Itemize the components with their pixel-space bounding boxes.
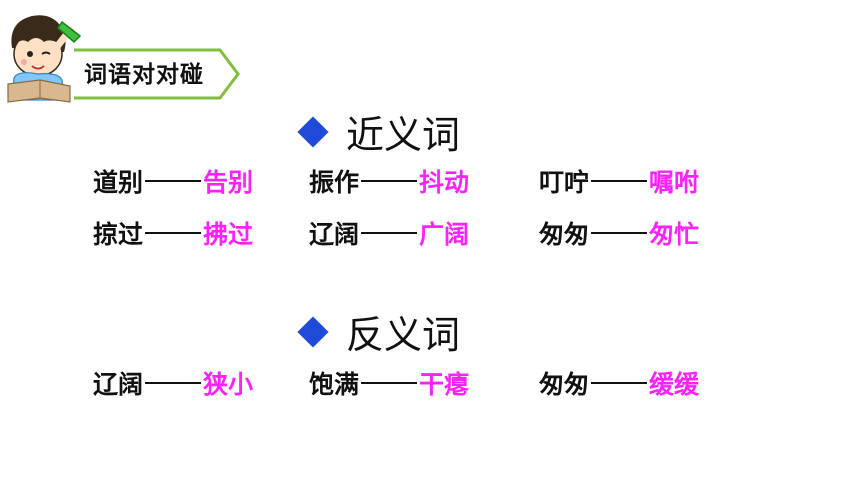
word: 振作 bbox=[309, 168, 360, 197]
dash-separator bbox=[145, 382, 202, 384]
matching-word: 广阔 bbox=[419, 220, 470, 249]
matching-word: 匆忙 bbox=[649, 220, 700, 249]
antonyms-title-text: 反义词 bbox=[346, 313, 461, 357]
matching-word: 嘱咐 bbox=[649, 168, 700, 197]
dash-separator bbox=[145, 232, 202, 234]
word-pair: 匆匆 匆忙 bbox=[539, 215, 699, 251]
word-pair: 掠过 拂过 bbox=[93, 215, 253, 251]
matching-word: 抖动 bbox=[419, 168, 470, 197]
word: 辽阔 bbox=[93, 370, 144, 399]
word: 饱满 bbox=[309, 370, 360, 399]
antonyms-title: 反义词 bbox=[296, 304, 460, 359]
badge-frame bbox=[74, 48, 240, 100]
synonyms-title: 近义词 bbox=[296, 104, 460, 159]
word: 掠过 bbox=[93, 220, 144, 249]
badge-label: 词语对对碰 bbox=[84, 62, 204, 88]
matching-word: 告别 bbox=[203, 168, 254, 197]
word: 匆匆 bbox=[539, 220, 590, 249]
diamond-icon bbox=[297, 115, 329, 148]
word-pair: 饱满 干瘪 bbox=[309, 365, 469, 401]
dash-separator bbox=[591, 382, 648, 384]
matching-word: 狭小 bbox=[203, 370, 254, 399]
dash-separator bbox=[145, 180, 202, 182]
boy-with-book-icon bbox=[7, 15, 82, 103]
word-pair: 辽阔 狭小 bbox=[93, 365, 253, 401]
dash-separator bbox=[361, 382, 418, 384]
word-pair: 叮咛 嘱咐 bbox=[539, 163, 699, 199]
dash-separator bbox=[361, 180, 418, 182]
word: 匆匆 bbox=[539, 370, 590, 399]
dash-separator bbox=[361, 232, 418, 234]
dash-separator bbox=[591, 232, 648, 234]
word-pair: 道别 告别 bbox=[93, 163, 253, 199]
word: 辽阔 bbox=[309, 220, 360, 249]
diamond-icon bbox=[297, 315, 329, 348]
word: 叮咛 bbox=[539, 168, 590, 197]
word-pair: 辽阔 广阔 bbox=[309, 215, 469, 251]
dash-separator bbox=[591, 180, 648, 182]
section-header: 词语对对碰 bbox=[0, 8, 250, 103]
word-pair: 匆匆 缓缓 bbox=[539, 365, 699, 401]
matching-word: 拂过 bbox=[203, 220, 254, 249]
synonyms-title-text: 近义词 bbox=[346, 113, 461, 157]
word-pair: 振作 抖动 bbox=[309, 163, 469, 199]
matching-word: 干瘪 bbox=[419, 370, 470, 399]
matching-word: 缓缓 bbox=[649, 370, 700, 399]
word: 道别 bbox=[93, 168, 144, 197]
